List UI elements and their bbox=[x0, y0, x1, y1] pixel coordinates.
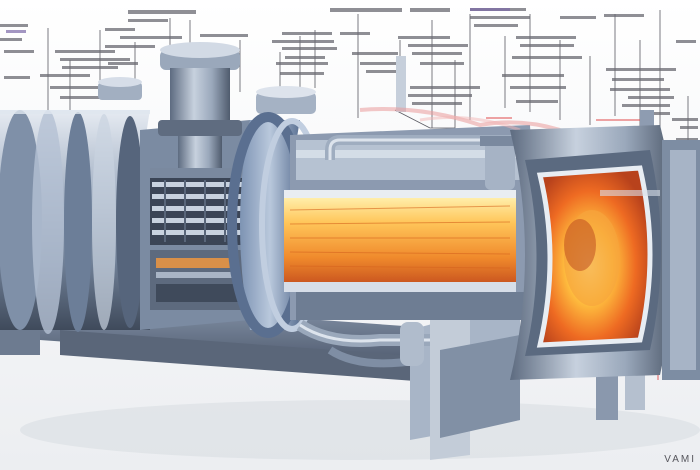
intake-stack bbox=[150, 42, 250, 178]
callout-labels-accent bbox=[6, 8, 510, 33]
signature-text: VAMI bbox=[664, 454, 696, 465]
floor-shadow bbox=[20, 400, 700, 460]
top-fittings-left bbox=[98, 56, 406, 114]
flame-core bbox=[284, 196, 516, 284]
lower-pipework bbox=[296, 319, 430, 368]
combustion-chamber bbox=[284, 125, 540, 320]
compressor-drum bbox=[0, 110, 150, 334]
turbine-housing bbox=[510, 125, 700, 380]
